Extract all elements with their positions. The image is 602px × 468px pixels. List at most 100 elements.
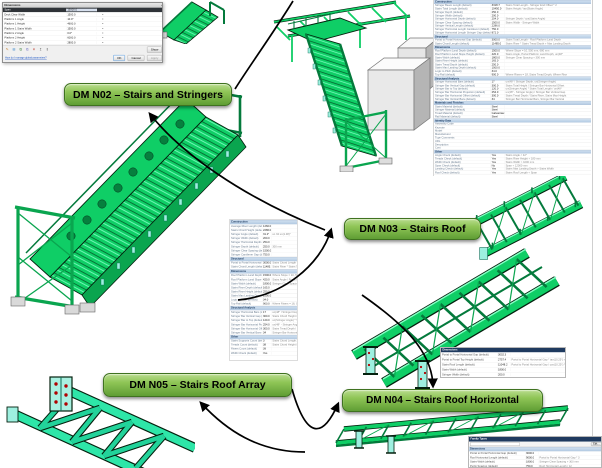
callout-dm-n04[interactable]: DM N04 – Stairs Roof Horizontal: [342, 389, 543, 412]
table-row[interactable]: Stringer Depth (default)250.0: [434, 10, 591, 15]
table-row[interactable]: Stringer Width (default) 200.0: [434, 14, 591, 18]
move-up-icon[interactable]: ↥: [39, 47, 43, 52]
table-row[interactable]: Stringer Horizontal Length Stringer Gap …: [434, 31, 591, 35]
table-cell: Stringer Bar Vertical Bars (default): [230, 331, 262, 334]
dialog-group-header[interactable]: Dimensions »: [3, 3, 163, 8]
callout-dm-n03[interactable]: DM N03 – Stairs Roof: [344, 218, 481, 240]
table-cell: Portal to Portal Horizontal Gap (default…: [441, 353, 489, 356]
table-row[interactable]: Stringer Horizontal Bars (default)17un(4…: [230, 310, 297, 315]
table-row[interactable]: Portal to Portal Horizontal Gap (default…: [434, 38, 591, 42]
cancel-button[interactable]: Cancel: [127, 54, 145, 61]
move-down-icon[interactable]: ↧: [45, 47, 49, 52]
table-cell: 4600.0: [66, 22, 97, 26]
table-cell: Stringer Width (default): [434, 14, 463, 18]
table-row[interactable]: Risers Count (default)39: [230, 347, 297, 352]
table-row[interactable]: Portal to Portal Top Height (default)275…: [441, 357, 565, 363]
apply-button[interactable]: Apply: [147, 54, 162, 61]
duplicate-parameter-icon[interactable]: ⧉: [19, 47, 22, 52]
collapse-chevron-icon[interactable]: »: [161, 3, 163, 7]
table-row[interactable]: Cost: [434, 146, 591, 150]
table-row[interactable]: Width Check (default)Yes: [230, 351, 297, 356]
table-row[interactable]: Portal to Portal Horizontal Gap (default…: [441, 352, 565, 358]
table-row[interactable]: Stringer Width (default)200.0: [441, 372, 565, 377]
table-row[interactable]: Stringer Material (default)Steel: [434, 108, 591, 112]
table-row[interactable]: Roof Platform Land Depth (default)1500.0…: [434, 49, 591, 53]
table-row[interactable]: Description: [434, 143, 591, 147]
ok-button[interactable]: OK: [113, 54, 126, 61]
table-cell: Assembly Code: [434, 122, 454, 126]
table-cell: Stairs Width - Stringer Width: [505, 21, 540, 24]
table-row[interactable]: Stairs Material (default)Steel: [434, 104, 591, 109]
table-row[interactable]: Stringer Bar Horizontal Projection (defa…: [230, 322, 297, 327]
table-row[interactable]: Portal to Portal Horizontal Gap (default…: [469, 451, 601, 456]
delete-parameter-icon[interactable]: ✕: [32, 47, 36, 52]
table-row[interactable]: Assembly Code: [434, 122, 591, 126]
table-row[interactable]: Keynote: [434, 125, 591, 130]
table-row[interactable]: URL: [434, 139, 591, 144]
table-row[interactable]: Stringer Bar Horizontal Offset (default)…: [434, 94, 591, 98]
table-row[interactable]: Model: [434, 129, 591, 133]
show-button[interactable]: Show: [147, 46, 162, 53]
table-row[interactable]: Stringer Horizontal Length Cantilever (d…: [434, 27, 591, 32]
copy-parameter-icon[interactable]: ⧉: [26, 47, 29, 52]
table-row[interactable]: Roof Platform Land Slope Height (default…: [434, 52, 591, 57]
table-cell: 3000.0: [524, 451, 539, 455]
table-row[interactable]: Rail Material (default)Steel: [434, 115, 591, 119]
table-row[interactable]: Stringer Bar Horizontal Projection (defa…: [434, 90, 591, 95]
table-row[interactable]: Type Comments: [434, 136, 591, 140]
table-row[interactable]: Stringer Vertical Length (default)2286.0: [434, 24, 591, 28]
search-input[interactable]: [469, 442, 520, 446]
new-parameter-icon[interactable]: ⊞: [12, 47, 16, 52]
table-row[interactable]: Stairs Tread Depth (default)250.0: [434, 62, 591, 67]
callout-dm-n05[interactable]: DM N05 – Stairs Roof Array: [103, 373, 292, 397]
help-link[interactable]: How do I manage global parameters?: [4, 56, 47, 60]
table-cell: 200.0: [490, 14, 505, 18]
table-row[interactable]: Logic to Pitch (default)34.0: [434, 69, 591, 74]
table-row[interactable]: Stairs Max Landing Depth (default)1500.0: [434, 66, 591, 70]
edit-button[interactable]: Edit…: [590, 442, 601, 446]
table-row[interactable]: Stringer Bar Vertical Bars (default)34St…: [230, 330, 297, 335]
table-row[interactable]: Stringer Horizontal Depth (default)254.0…: [434, 17, 591, 21]
table-row[interactable]: Tread Material (default)Galvanised Grati…: [434, 111, 591, 116]
table-row[interactable]: Stairs Width (default)1800.0: [441, 367, 565, 373]
table-row[interactable]: Stairs Riser Height (default)165.0: [434, 59, 591, 63]
table-row[interactable]: Stringer Bar Vertical Gap (default)300.0…: [434, 83, 591, 88]
table-row[interactable]: Manufacturer: [434, 132, 591, 137]
edit-parameter-icon[interactable]: ✎: [5, 47, 9, 52]
callout-dm-n02[interactable]: DM N02 – Stairs and Stringers: [64, 83, 232, 106]
table-row[interactable]: Stringer Bar Horizontal Offset (default)…: [230, 326, 297, 331]
table-row[interactable]: Stringer Bar Vertical Gap (default)300.0…: [230, 314, 297, 319]
